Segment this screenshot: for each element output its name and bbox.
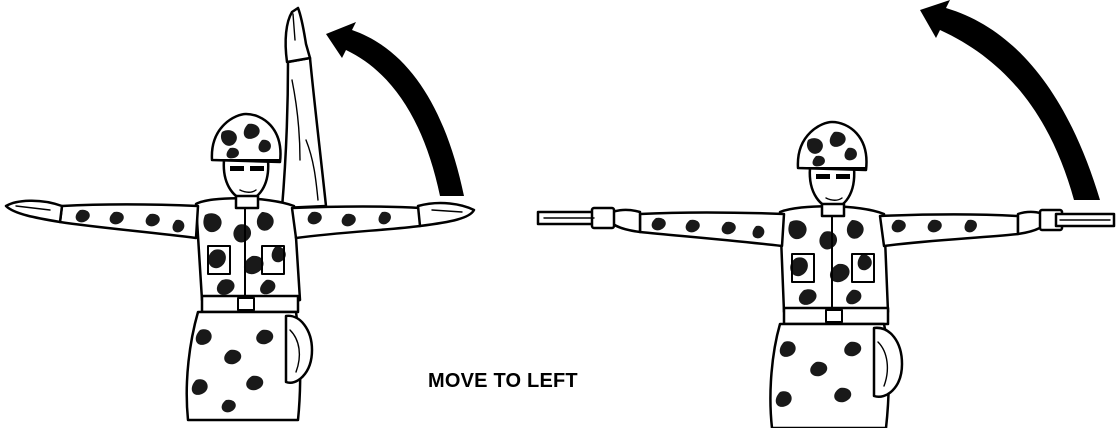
lower-body (187, 312, 312, 420)
raised-arm (282, 8, 326, 208)
lower-body-right (770, 324, 902, 428)
extended-arm-left-wand (606, 210, 784, 246)
extended-arm-right-wand (880, 212, 1050, 246)
helmet (212, 114, 281, 162)
extended-arm-left (6, 201, 198, 238)
soldier-figure-hand-signal (6, 8, 474, 420)
signal-caption: MOVE TO LEFT (428, 370, 578, 393)
belt (202, 296, 298, 312)
torso (196, 198, 300, 304)
extended-arm-right (292, 203, 474, 238)
soldier-figure-wand-signal (538, 0, 1114, 428)
motion-arrow-right (920, 0, 1100, 200)
wand-left (538, 208, 614, 228)
torso-right (780, 206, 888, 316)
belt-right (784, 308, 888, 324)
wand-right (1040, 210, 1114, 230)
helmet-right (798, 122, 867, 170)
motion-arrow-left (326, 22, 464, 196)
